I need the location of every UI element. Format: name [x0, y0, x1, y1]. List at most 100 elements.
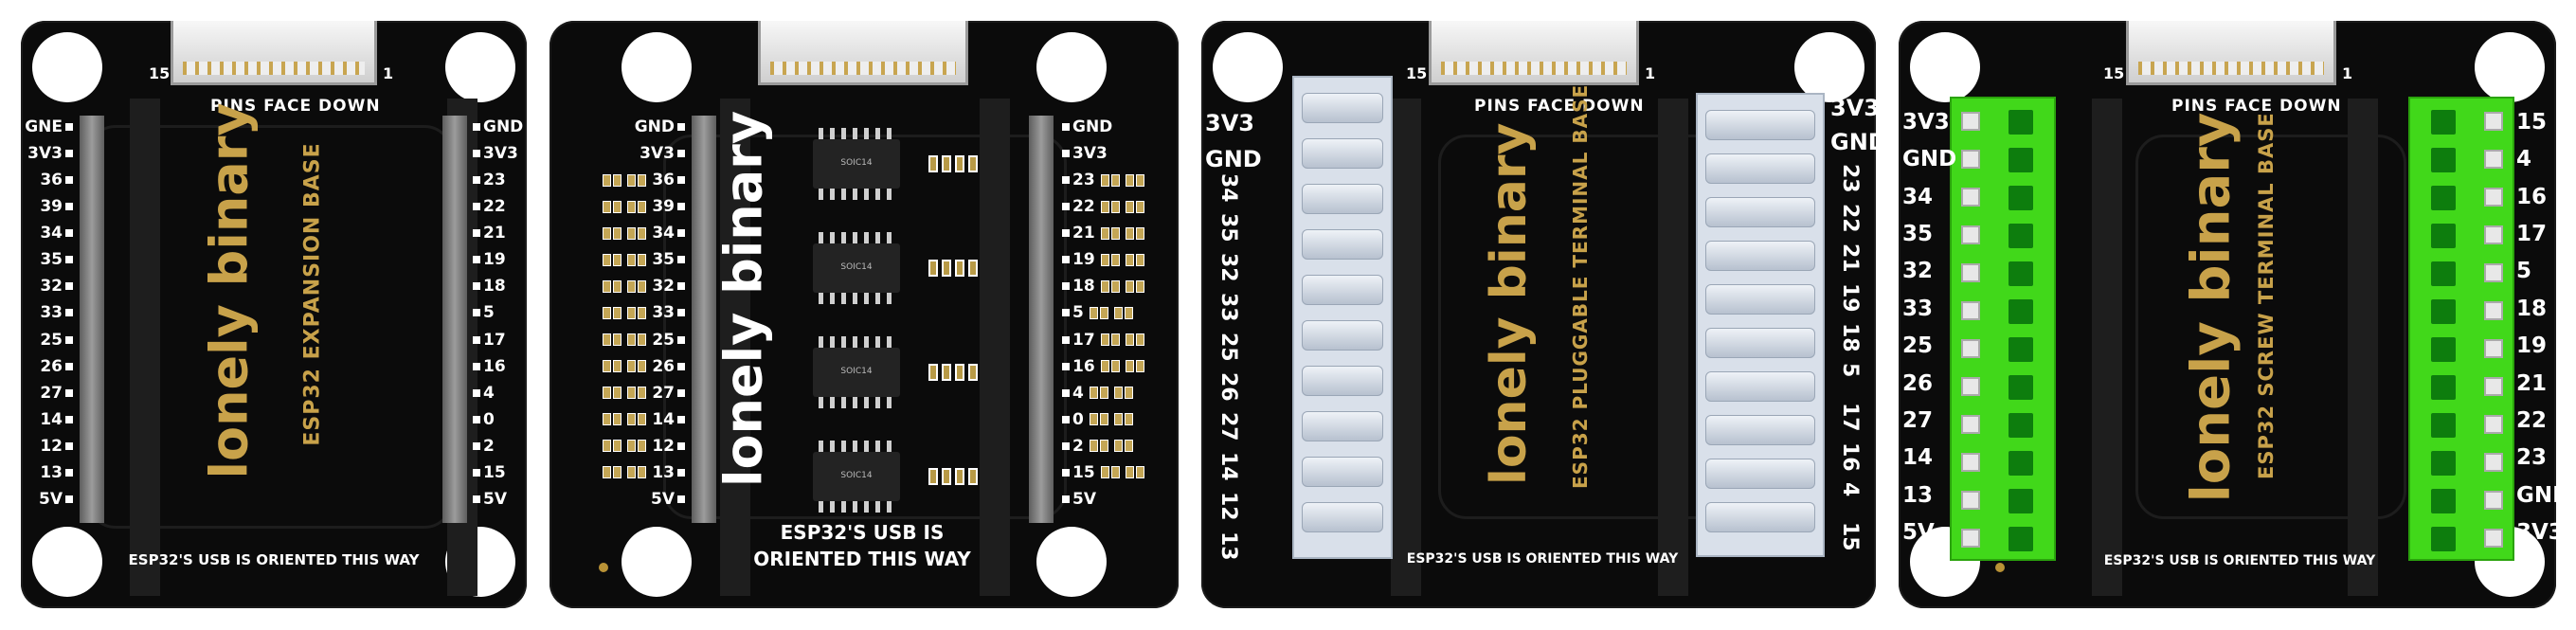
right-header — [1658, 99, 1688, 596]
chip-label: SOIC14 — [840, 262, 873, 272]
pin-label: 34 — [23, 225, 76, 242]
fpc-pin-15-label: 15 — [1406, 64, 1428, 82]
soic14-chip: SOIC14 — [813, 441, 900, 513]
pins-face-down-label: PINS FACE DOWN — [1474, 97, 1645, 116]
pins-face-down-label: PINS FACE DOWN — [2171, 97, 2342, 116]
pin-label: 14 — [1216, 452, 1240, 481]
pin-label: 14 — [23, 411, 76, 428]
pin-label: 22 — [470, 199, 525, 215]
right-pin-labels: 15 4 16 17 5 18 19 21 22 23 GND 3V3 — [2516, 112, 2556, 544]
pin-label: 14 — [555, 411, 688, 428]
mounting-hole — [32, 32, 102, 102]
board-expansion-base-soic: GND 3V3 36 39 34 35 32 33 25 26 27 14 12… — [549, 21, 1179, 608]
pin-label: 5 — [1838, 363, 1862, 378]
fpc-pin-1-label: 1 — [2342, 64, 2353, 82]
pin-label: 23 — [2516, 445, 2548, 471]
fpc-connector — [171, 21, 377, 85]
pin-label: 39 — [23, 199, 76, 215]
pin-label: 18 — [1059, 279, 1177, 295]
pin-label: 27 — [23, 385, 76, 402]
pin-label: 3V3 — [1830, 95, 1876, 121]
pin-label: 3V3 — [1205, 110, 1254, 136]
pin-label: 3V3 — [470, 146, 525, 162]
chip-label: SOIC14 — [840, 367, 873, 376]
pin-label: 33 — [1902, 296, 1934, 321]
mounting-hole — [1036, 32, 1107, 102]
pin-label: 23 — [1059, 172, 1177, 189]
pin-label: 16 — [1838, 442, 1862, 472]
pin-label: 22 — [1059, 199, 1177, 215]
fpc-pin-15-label: 15 — [149, 64, 171, 82]
right-pluggable-terminal-block — [1696, 93, 1825, 557]
pin-label: GND — [2516, 482, 2556, 508]
usb-orientation-note-line1: ESP32'S USB IS — [780, 521, 945, 544]
pin-label: 17 — [470, 332, 525, 349]
fpc-pin-1-label: 1 — [383, 64, 394, 82]
pin-label: 34 — [1216, 173, 1240, 203]
mounting-hole — [32, 527, 102, 597]
pin-label: 18 — [470, 279, 525, 295]
pin-label: 0 — [470, 411, 525, 428]
pin-label: 25 — [555, 332, 688, 349]
pin-label: 26 — [1216, 372, 1240, 402]
pin-label: 4 — [1838, 482, 1862, 497]
pin-label: 5 — [1059, 305, 1177, 321]
right-rotated-pin-labels: 23 22 21 19 18 5 17 16 4 15 — [1830, 164, 1868, 551]
pin-label: 15 — [1059, 464, 1177, 481]
pin-label: GND — [1902, 147, 1957, 172]
pin-label: 25 — [23, 332, 76, 349]
pin-label: 36 — [555, 172, 688, 189]
left-header — [130, 99, 160, 596]
pin-label: 5V — [555, 491, 688, 508]
pin-label: 26 — [23, 358, 76, 375]
pin-label: 15 — [470, 464, 525, 481]
pin-label: 26 — [555, 358, 688, 375]
pin-label: 5 — [470, 305, 525, 321]
usb-orientation-note-line2: ORIENTED THIS WAY — [753, 548, 971, 570]
brand-logo: lonely binary — [713, 110, 774, 488]
right-pin-labels: GND 3V3 23 22 21 19 18 5 17 16 4 0 2 15 … — [1059, 119, 1177, 508]
left-header — [2092, 99, 2122, 596]
fiducial — [1995, 563, 2005, 572]
fpc-connector — [758, 21, 968, 85]
fpc-connector — [1429, 21, 1639, 85]
pin-label: 35 — [1902, 222, 1934, 247]
pin-label: 23 — [1838, 164, 1862, 193]
left-header — [720, 99, 750, 596]
pin-label: 14 — [1902, 445, 1934, 471]
right-screw-terminal-block — [2408, 97, 2514, 561]
mounting-hole — [621, 32, 692, 102]
pin-label: 21 — [470, 225, 525, 242]
usb-orientation-note: ESP32'S USB IS ORIENTED THIS WAY — [128, 551, 420, 568]
pin-label: 34 — [1902, 184, 1934, 209]
left-pin-labels: GNE 3V3 36 39 34 35 32 33 25 26 27 14 12… — [23, 119, 76, 508]
pin-label: 21 — [2516, 370, 2548, 396]
pin-label: 33 — [555, 305, 688, 321]
left-pluggable-terminal-block — [1292, 76, 1393, 559]
pin-label: 25 — [1216, 333, 1240, 362]
mounting-hole — [1036, 527, 1107, 597]
pin-label: 13 — [1902, 482, 1934, 508]
pin-label: 17 — [1838, 403, 1862, 432]
left-pin-labels: GND 3V3 36 39 34 35 32 33 25 26 27 14 12… — [555, 119, 688, 508]
pin-label: 32 — [1902, 259, 1934, 284]
pin-label: 19 — [2516, 333, 2548, 359]
mounting-hole — [1910, 32, 1980, 102]
left-pin-strip — [80, 116, 104, 523]
smd-capacitor — [928, 260, 978, 277]
mounting-hole — [1794, 32, 1864, 102]
pin-label: 5V — [23, 491, 76, 508]
left-header — [1391, 99, 1421, 596]
board-expansion-base: 15 1 PINS FACE DOWN GNE 3V3 36 39 34 35 … — [21, 21, 527, 608]
pin-label: 26 — [1902, 370, 1934, 396]
pin-label: 27 — [1902, 407, 1934, 433]
pin-label: 33 — [23, 305, 76, 321]
pin-label: 12 — [23, 438, 76, 455]
pin-label: 5 — [2516, 259, 2532, 284]
usb-orientation-note: ESP32'S USB IS ORIENTED THIS WAY — [1406, 551, 1679, 567]
pin-label: GND — [1830, 129, 1876, 155]
pin-label: 17 — [1059, 332, 1177, 349]
board-screw-terminal: 15 1 PINS FACE DOWN 3V3 GND 34 35 — [1899, 21, 2556, 608]
chip-label: SOIC14 — [840, 471, 873, 480]
pin-label: 21 — [1838, 243, 1862, 273]
